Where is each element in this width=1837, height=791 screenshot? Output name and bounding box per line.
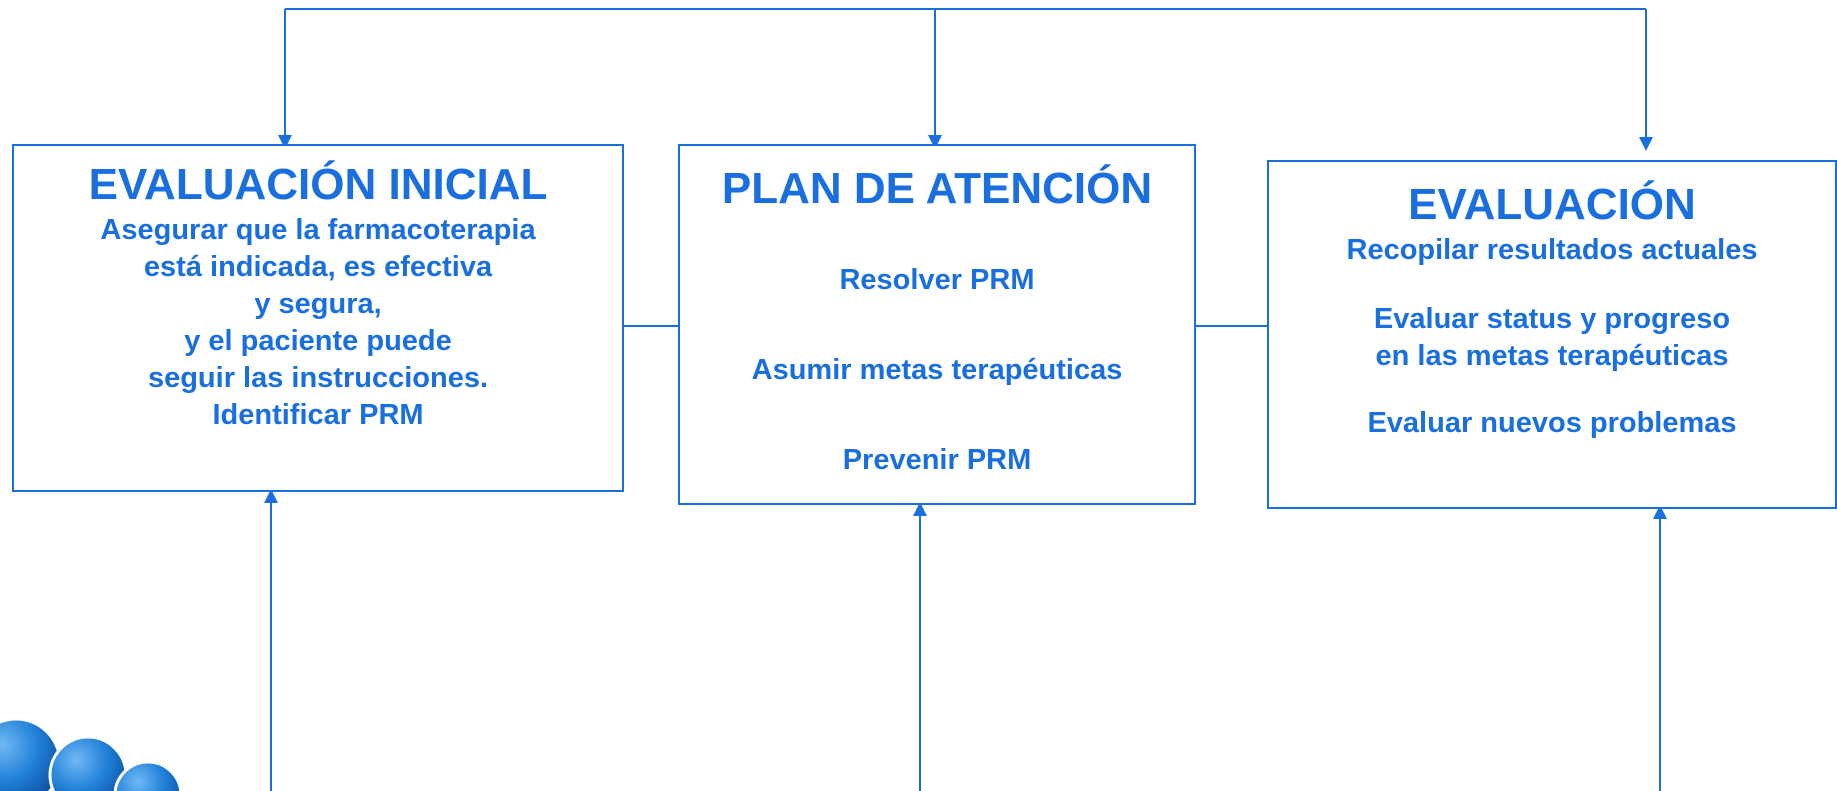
logo-sphere-right [113, 760, 180, 791]
care-plan-title: PLAN DE ATENCIÓN [721, 164, 1153, 213]
care-plan-line: Prevenir PRM [842, 444, 1032, 476]
care-plan-box: PLAN DE ATENCIÓN Resolver PRM Asumir met… [678, 144, 1196, 505]
initial-evaluation-line: Asegurar que la farmacoterapia [100, 214, 536, 246]
initial-evaluation-line: y el paciente puede [184, 325, 452, 357]
logo-sphere-middle [48, 735, 128, 791]
evaluation-line: Evaluar status y progreso [1373, 303, 1731, 335]
initial-evaluation-line: Identificar PRM [212, 399, 424, 431]
initial-evaluation-line: y segura, [254, 288, 382, 320]
initial-evaluation-box: EVALUACIÓN INICIAL Asegurar que la farma… [12, 144, 624, 492]
initial-evaluation-line: seguir las instrucciones. [147, 362, 489, 394]
evaluation-box: EVALUACIÓN Recopilar resultados actuales… [1267, 160, 1837, 509]
blue-spheres-logo-icon [0, 717, 180, 791]
evaluation-line: Evaluar nuevos problemas [1367, 407, 1737, 439]
initial-evaluation-line: está indicada, es efectiva [143, 251, 493, 283]
evaluation-line: Recopilar resultados actuales [1346, 234, 1758, 266]
initial-evaluation-title: EVALUACIÓN INICIAL [88, 160, 548, 209]
care-plan-line: Asumir metas terapéuticas [751, 354, 1123, 386]
evaluation-title: EVALUACIÓN [1408, 180, 1696, 229]
evaluation-line: en las metas terapéuticas [1375, 340, 1729, 372]
care-plan-line: Resolver PRM [839, 264, 1035, 296]
